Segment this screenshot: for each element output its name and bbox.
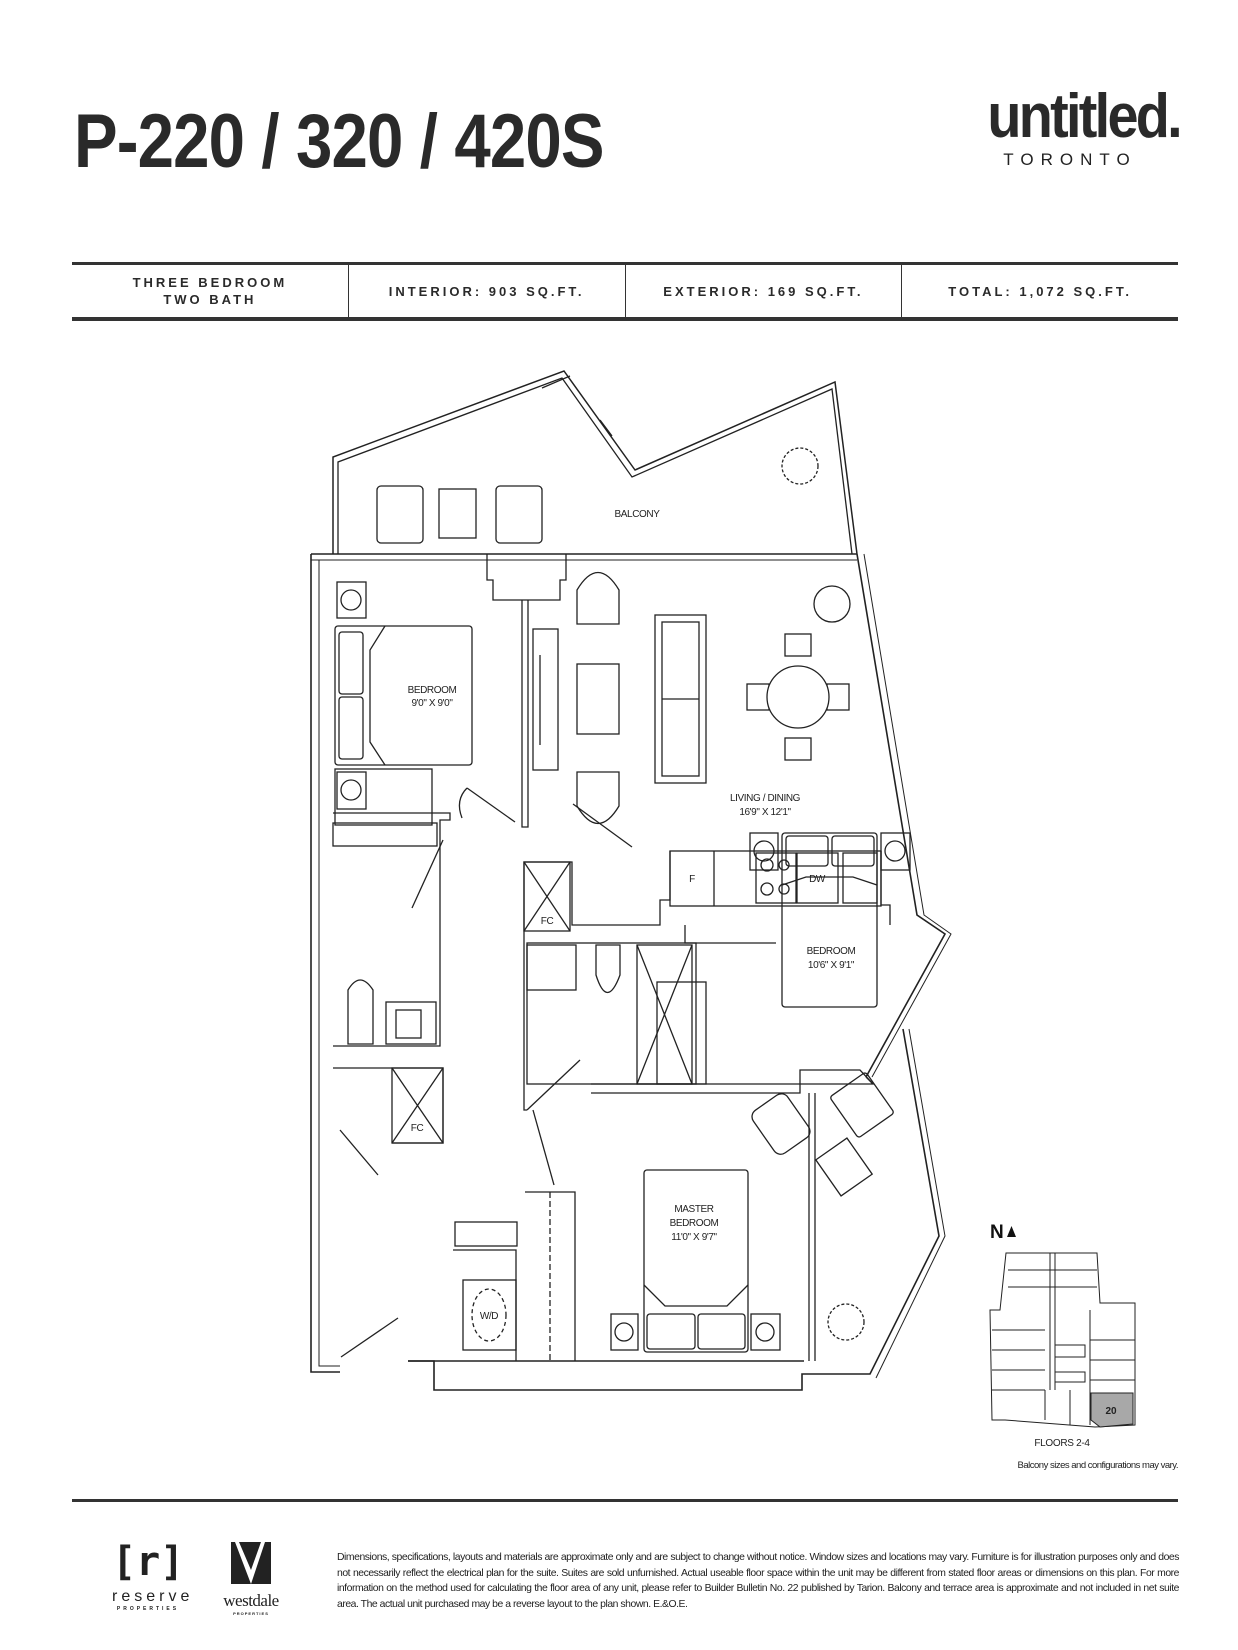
label-balcony: BALCONY: [615, 509, 661, 520]
exterior-area: EXTERIOR: 169 SQ.FT.: [626, 265, 903, 317]
reserve-mark: [r]: [112, 1539, 185, 1585]
highlighted-unit: [1090, 1392, 1134, 1428]
brand-name: untitled.: [987, 82, 1182, 151]
interior-area: INTERIOR: 903 SQ.FT.: [349, 265, 626, 317]
total-area: TOTAL: 1,072 SQ.FT.: [948, 283, 1132, 299]
living-furniture: [376, 447, 851, 824]
disclaimer-text: Dimensions, specifications, layouts and …: [337, 1552, 1179, 1610]
brand-logo: untitled. TORONTO: [930, 82, 1182, 170]
westdale-mark-icon: [231, 1542, 271, 1584]
reserve-sub: PROPERTIES: [116, 1606, 180, 1612]
bathroom-fixtures: [347, 861, 693, 1144]
exterior-walls: [310, 553, 952, 1391]
westdale-sub: PROPERTIES: [233, 1611, 269, 1616]
brand-city: TORONTO: [1003, 150, 1137, 169]
north-label: N: [990, 1222, 1004, 1243]
floors-label: FLOORS 2-4: [1034, 1438, 1090, 1449]
label-washer-dryer: W/D: [480, 1311, 498, 1322]
unit-type-bedrooms: THREE BEDROOM: [132, 275, 288, 290]
north-arrow-icon: [1007, 1226, 1016, 1237]
label-closet2: FC: [411, 1123, 424, 1134]
label-bedroom1: BEDROOM: [408, 685, 457, 696]
reserve-properties-logo: [r] reserve PROPERTIES: [112, 1539, 194, 1612]
key-plan: N 20 FLOORS 2-4 Balcony sizes and config…: [989, 1222, 1179, 1471]
kitchen-counter: [669, 850, 882, 907]
label-closet1: FC: [541, 916, 554, 927]
page-title: P-220 / 320 / 420S: [74, 99, 604, 184]
label-living: LIVING / DINING: [730, 793, 801, 804]
label-bedroom2-size: 10'6" X 9'1": [808, 960, 855, 971]
label-bedroom2: BEDROOM: [807, 946, 856, 957]
label-master-size: 11'0" X 9'7": [671, 1232, 717, 1243]
unit-number: 20: [1105, 1406, 1117, 1417]
top-balcony: [332, 370, 858, 555]
westdale-name: westdale: [223, 1591, 279, 1610]
interior-walls: [332, 554, 891, 1361]
bedroom2-furniture: [749, 832, 911, 1008]
spec-table: THREE BEDROOM TWO BATH INTERIOR: 903 SQ.F…: [72, 262, 1178, 321]
label-living-size: 16'9" X 12'1": [739, 807, 791, 818]
unit-type-baths: TWO BATH: [163, 292, 257, 307]
label-master: MASTER: [674, 1204, 713, 1215]
label-bedroom1-size: 9'0" X 9'0": [412, 698, 454, 709]
label-dishwasher: DW: [809, 874, 826, 885]
doors: [339, 787, 633, 1358]
label-master-bedroom: BEDROOM: [670, 1218, 719, 1229]
unit-type-cell: THREE BEDROOM TWO BATH: [72, 265, 349, 317]
label-fridge: F: [689, 874, 695, 885]
reserve-name: reserve: [112, 1588, 194, 1605]
bedroom1-furniture: [334, 581, 473, 810]
master-furniture: [471, 1072, 894, 1353]
balcony-note: Balcony sizes and configurations may var…: [1018, 1460, 1178, 1471]
footer-divider: [72, 1499, 1178, 1502]
westdale-properties-logo: westdale PROPERTIES: [216, 1540, 286, 1616]
